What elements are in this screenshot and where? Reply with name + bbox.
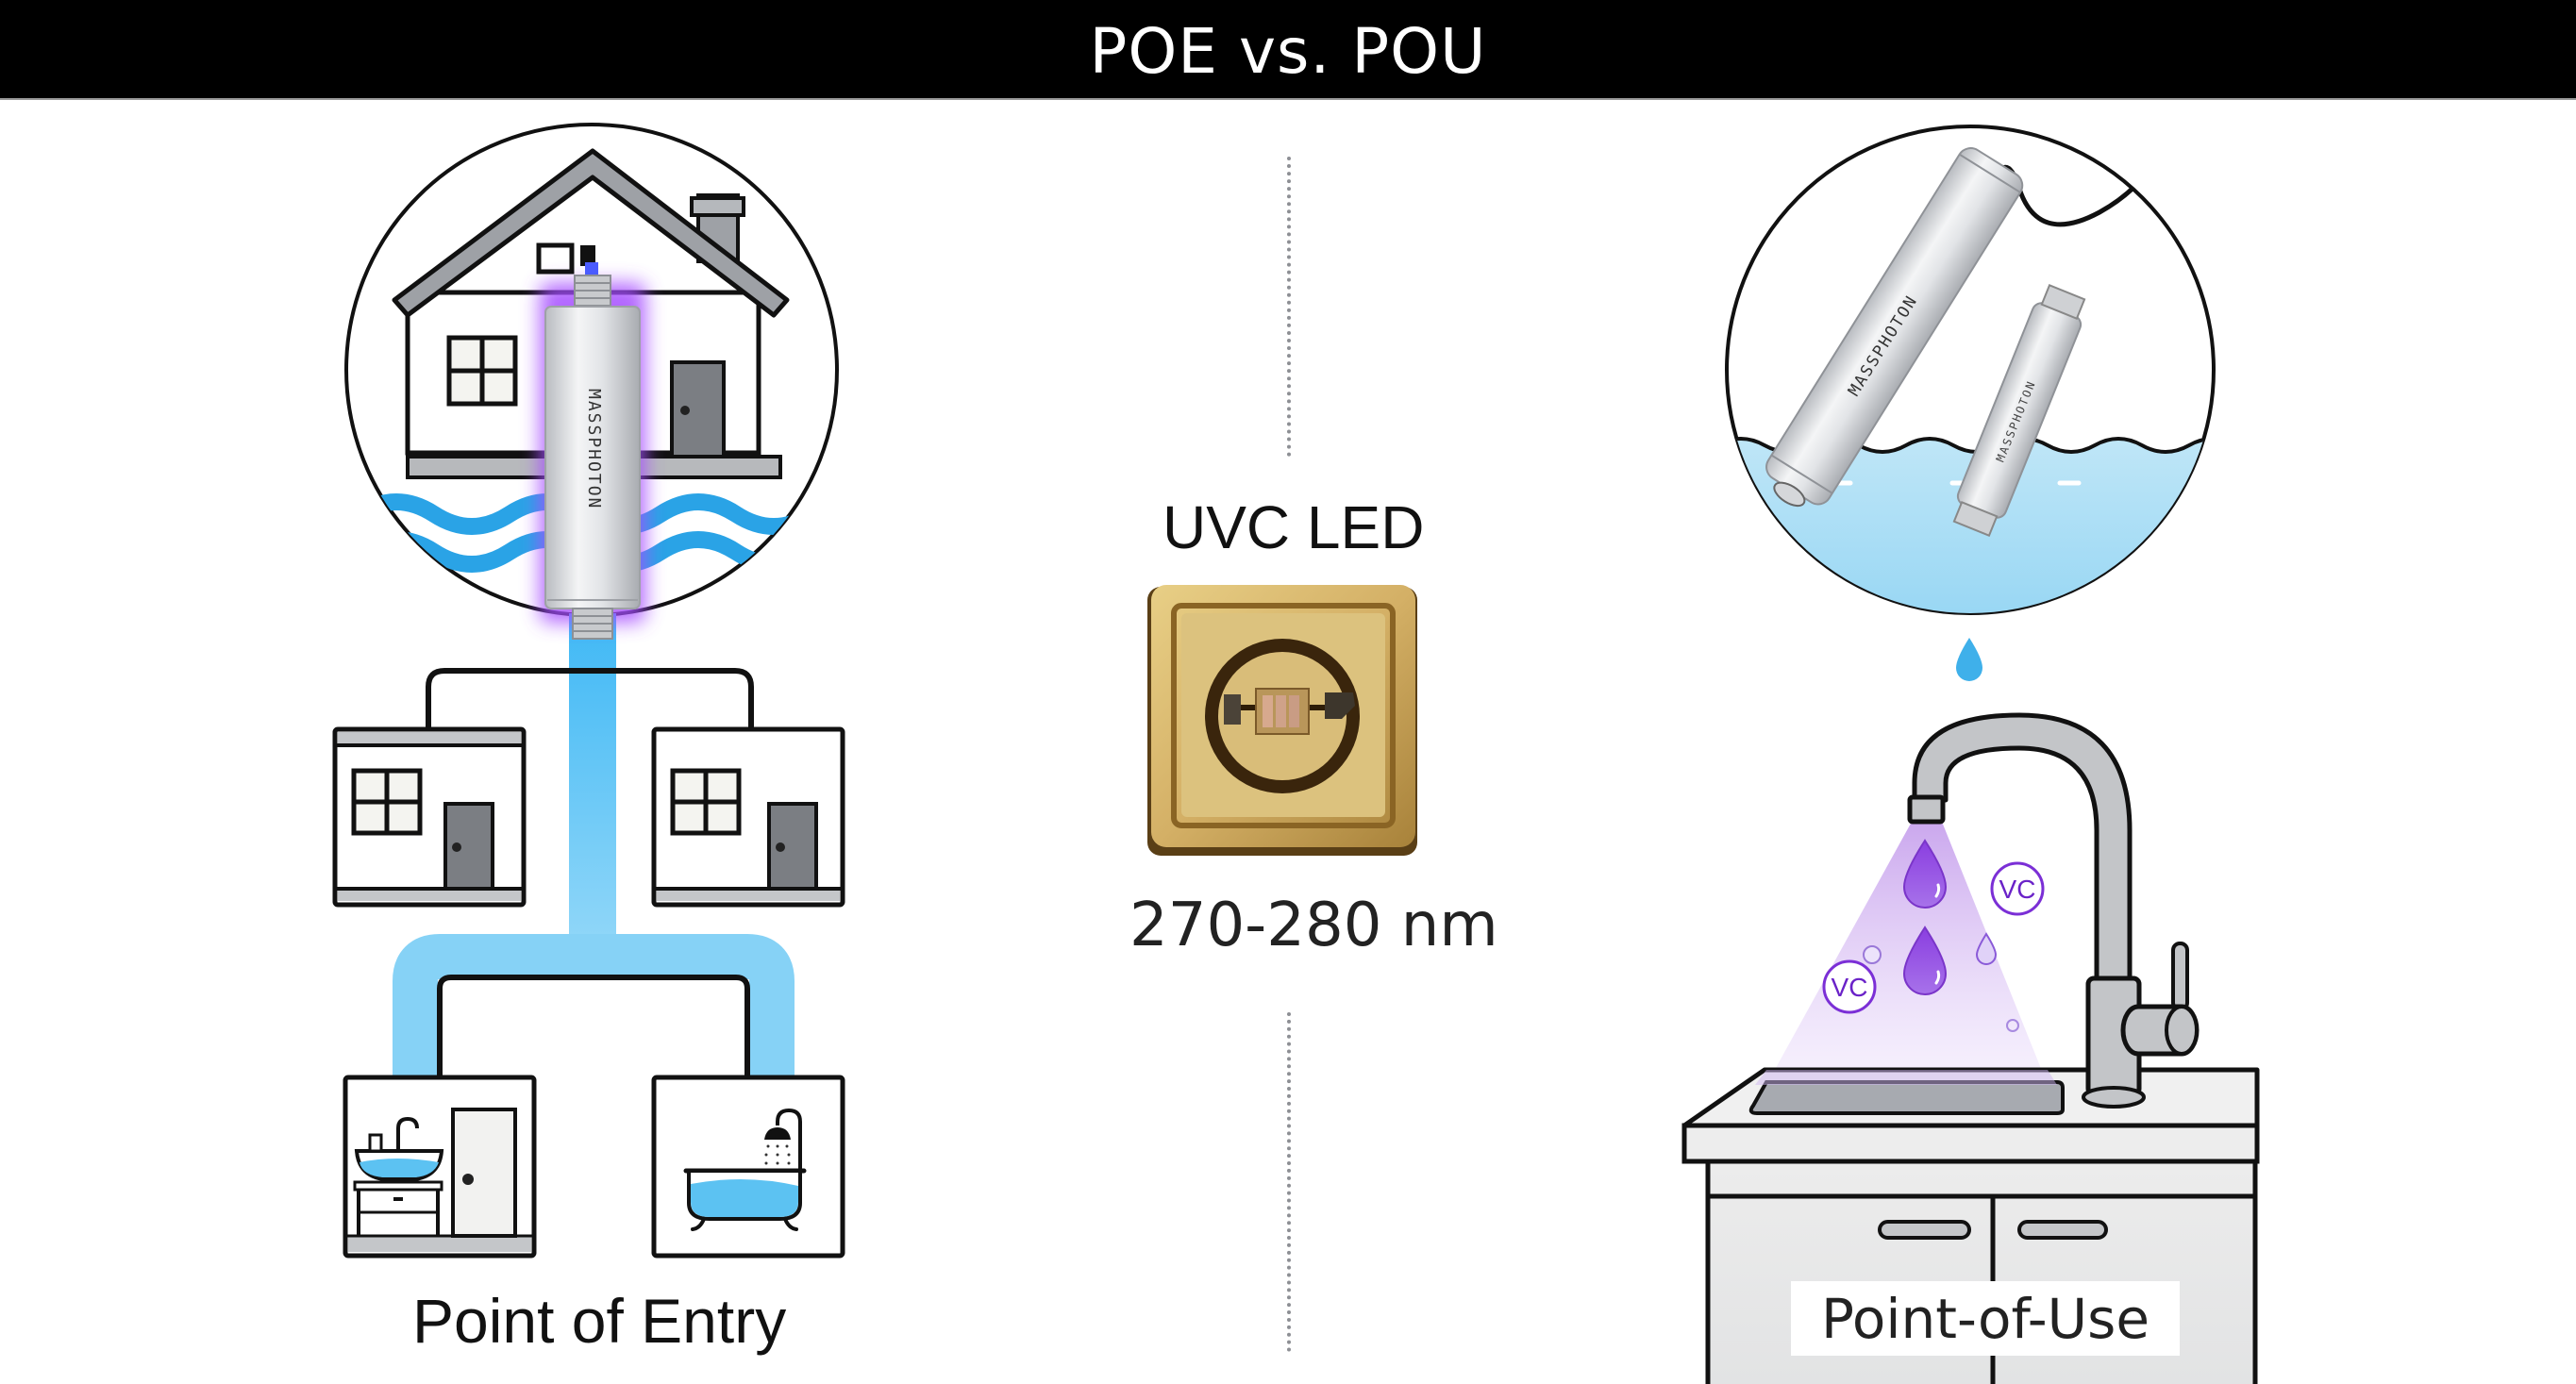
branch-connector bbox=[426, 668, 754, 728]
branch-connector-lower bbox=[437, 975, 750, 1077]
cabinet-handle-left bbox=[1878, 1220, 1971, 1240]
uvc-led-chip-icon bbox=[1147, 585, 1417, 856]
divider-top bbox=[1287, 157, 1291, 457]
header-bar: POE vs. POU bbox=[0, 0, 2576, 100]
house-unit-right-icon bbox=[651, 726, 845, 908]
page-title: POE vs. POU bbox=[1089, 14, 1487, 88]
poe-illustration: MASSPHOTON bbox=[332, 123, 845, 1259]
point-of-use-label: Point-of-Use bbox=[1820, 1286, 2150, 1351]
pou-illustration: MASSPHOTON MASSPHOTON bbox=[1681, 125, 2260, 1384]
point-of-entry-label: Point of Entry bbox=[412, 1286, 787, 1356]
house-unit-left-icon bbox=[332, 726, 527, 908]
bathtub-shower-room-icon bbox=[651, 1075, 845, 1259]
sink-basin bbox=[1748, 1080, 2065, 1115]
branch-water-pipe bbox=[393, 934, 795, 1077]
kitchen-faucet-icon bbox=[1907, 712, 2200, 1109]
divider-bottom bbox=[1287, 1012, 1291, 1352]
main-water-pipe bbox=[569, 613, 616, 939]
point-of-use-label-box: Point-of-Use bbox=[1791, 1281, 2180, 1356]
wavelength-label: 270-280 nm bbox=[1129, 891, 1498, 960]
vc-badge-lower: VC bbox=[1822, 959, 1877, 1014]
bathroom-sink-room-icon bbox=[343, 1075, 537, 1259]
poe-uv-sterilizer-device: MASSPHOTON bbox=[536, 242, 645, 640]
device-brand-text: MASSPHOTON bbox=[584, 389, 604, 509]
pou-device-small: MASSPHOTON bbox=[1952, 284, 2086, 537]
uv-water-drops bbox=[1863, 839, 2019, 1032]
svg-text:VC: VC bbox=[1999, 875, 2036, 904]
svg-text:VC: VC bbox=[1832, 973, 1868, 1002]
uv-light-cone bbox=[1766, 822, 2048, 1085]
water-drop-icon bbox=[1956, 638, 1982, 681]
uvc-led-title: UVC LED bbox=[1163, 493, 1425, 561]
cabinet-handle-right bbox=[2017, 1220, 2108, 1240]
vc-badge-upper: VC bbox=[1990, 861, 2045, 916]
